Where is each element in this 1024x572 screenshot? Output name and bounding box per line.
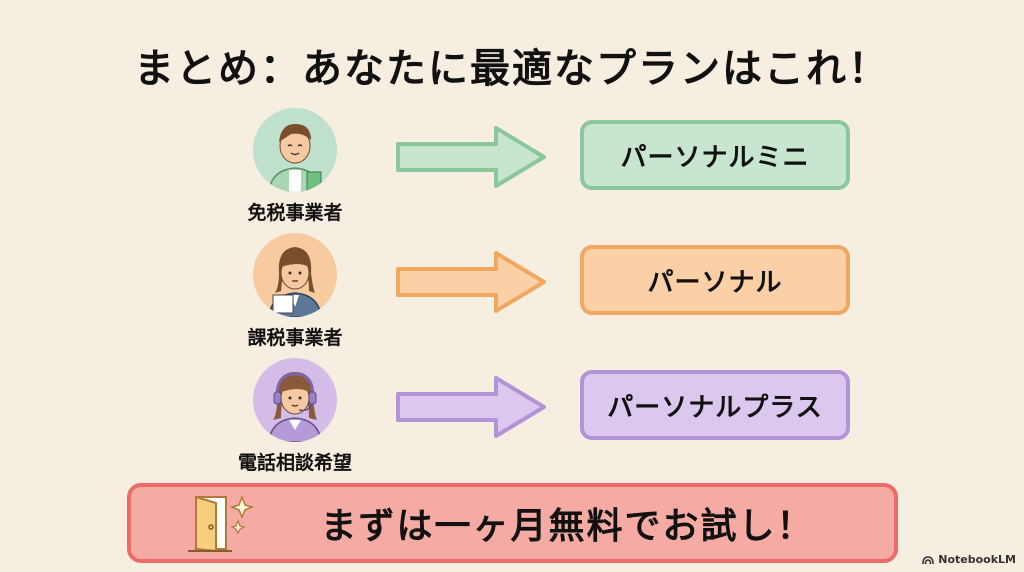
man-with-notepad-icon (253, 108, 337, 192)
persona-label: 課税事業者 (247, 327, 343, 349)
free-trial-text: まずは一ヶ月無料でお試し！ (320, 506, 815, 547)
notebooklm-logo-icon (922, 556, 935, 564)
plan-box-personal-plus: パーソナルプラス (580, 370, 850, 440)
notebooklm-watermark: NotebookLM (922, 553, 1016, 566)
page-title: まとめ：あなたに最適なプランはこれ！ (134, 46, 890, 92)
free-trial-banner: まずは一ヶ月無料でお試し！ (127, 483, 898, 563)
persona-tax-exempt: 免税事業者 (215, 108, 375, 225)
plan-box-personal-mini: パーソナルミニ (580, 120, 850, 190)
persona-phone-consultation: 電話相談希望 (215, 358, 375, 475)
plan-row-tax-exempt: 免税事業者 パーソナルミニ (0, 108, 1024, 228)
persona-label: 免税事業者 (247, 202, 343, 224)
persona-label: 電話相談希望 (237, 452, 352, 474)
plan-box-personal: パーソナル (580, 245, 850, 315)
persona-taxable: 課税事業者 (215, 233, 375, 350)
plan-row-taxable: 課税事業者 パーソナル (0, 233, 1024, 353)
arrow-right-icon (396, 376, 546, 438)
arrow-right-icon (396, 126, 546, 188)
watermark-text: NotebookLM (938, 553, 1016, 566)
open-door-icon (188, 494, 255, 552)
businesswoman-with-documents-icon (253, 233, 337, 317)
headset-operator-icon (253, 358, 337, 442)
plan-row-phone-consultation: 電話相談希望 パーソナルプラス (0, 358, 1024, 478)
arrow-right-icon (396, 251, 546, 313)
